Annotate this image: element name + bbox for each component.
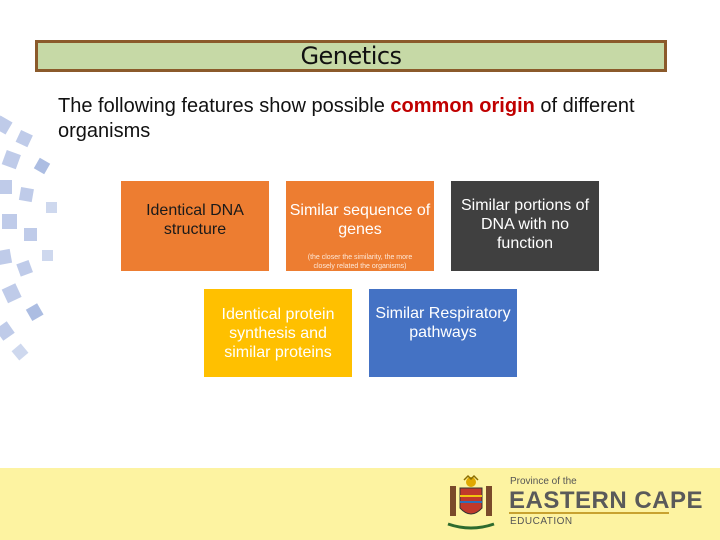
intro-highlight: common origin bbox=[390, 95, 535, 117]
province-label: Province of the bbox=[510, 476, 577, 487]
province-name: EASTERN CAPE bbox=[509, 487, 704, 514]
feature-box-non-functional-dna: Similar portions of DNA with no function bbox=[451, 181, 599, 271]
slide-title: Genetics bbox=[300, 42, 402, 70]
feature-box-gene-sequence: Similar sequence of genes (the closer th… bbox=[286, 181, 434, 271]
coat-of-arms-icon bbox=[447, 474, 495, 530]
feature-label: Similar portions of DNA with no function bbox=[460, 197, 590, 252]
feature-note: (the closer the similarity, the more clo… bbox=[307, 254, 413, 270]
feature-box-protein-synthesis: Identical protein synthesis and similar … bbox=[204, 289, 352, 377]
feature-label: Similar Respiratory pathways bbox=[375, 305, 511, 341]
feature-label: Similar sequence of genes bbox=[289, 202, 431, 238]
logo-divider bbox=[509, 512, 669, 514]
footer-band bbox=[0, 468, 720, 540]
decorative-squares bbox=[0, 115, 57, 361]
intro-text-start: The following features show possible bbox=[58, 95, 391, 117]
department-label: EDUCATION bbox=[510, 516, 573, 527]
intro-text-end: of different organisms bbox=[58, 95, 635, 142]
intro-text: The following features show possible com… bbox=[58, 94, 678, 144]
feature-label: Identical protein synthesis and similar … bbox=[221, 306, 335, 361]
feature-box-respiratory-pathways: Similar Respiratory pathways bbox=[369, 289, 517, 377]
feature-box-identical-dna: Identical DNA structure bbox=[121, 181, 269, 271]
feature-label: Identical DNA structure bbox=[146, 202, 244, 238]
title-bar: Genetics bbox=[35, 40, 667, 72]
